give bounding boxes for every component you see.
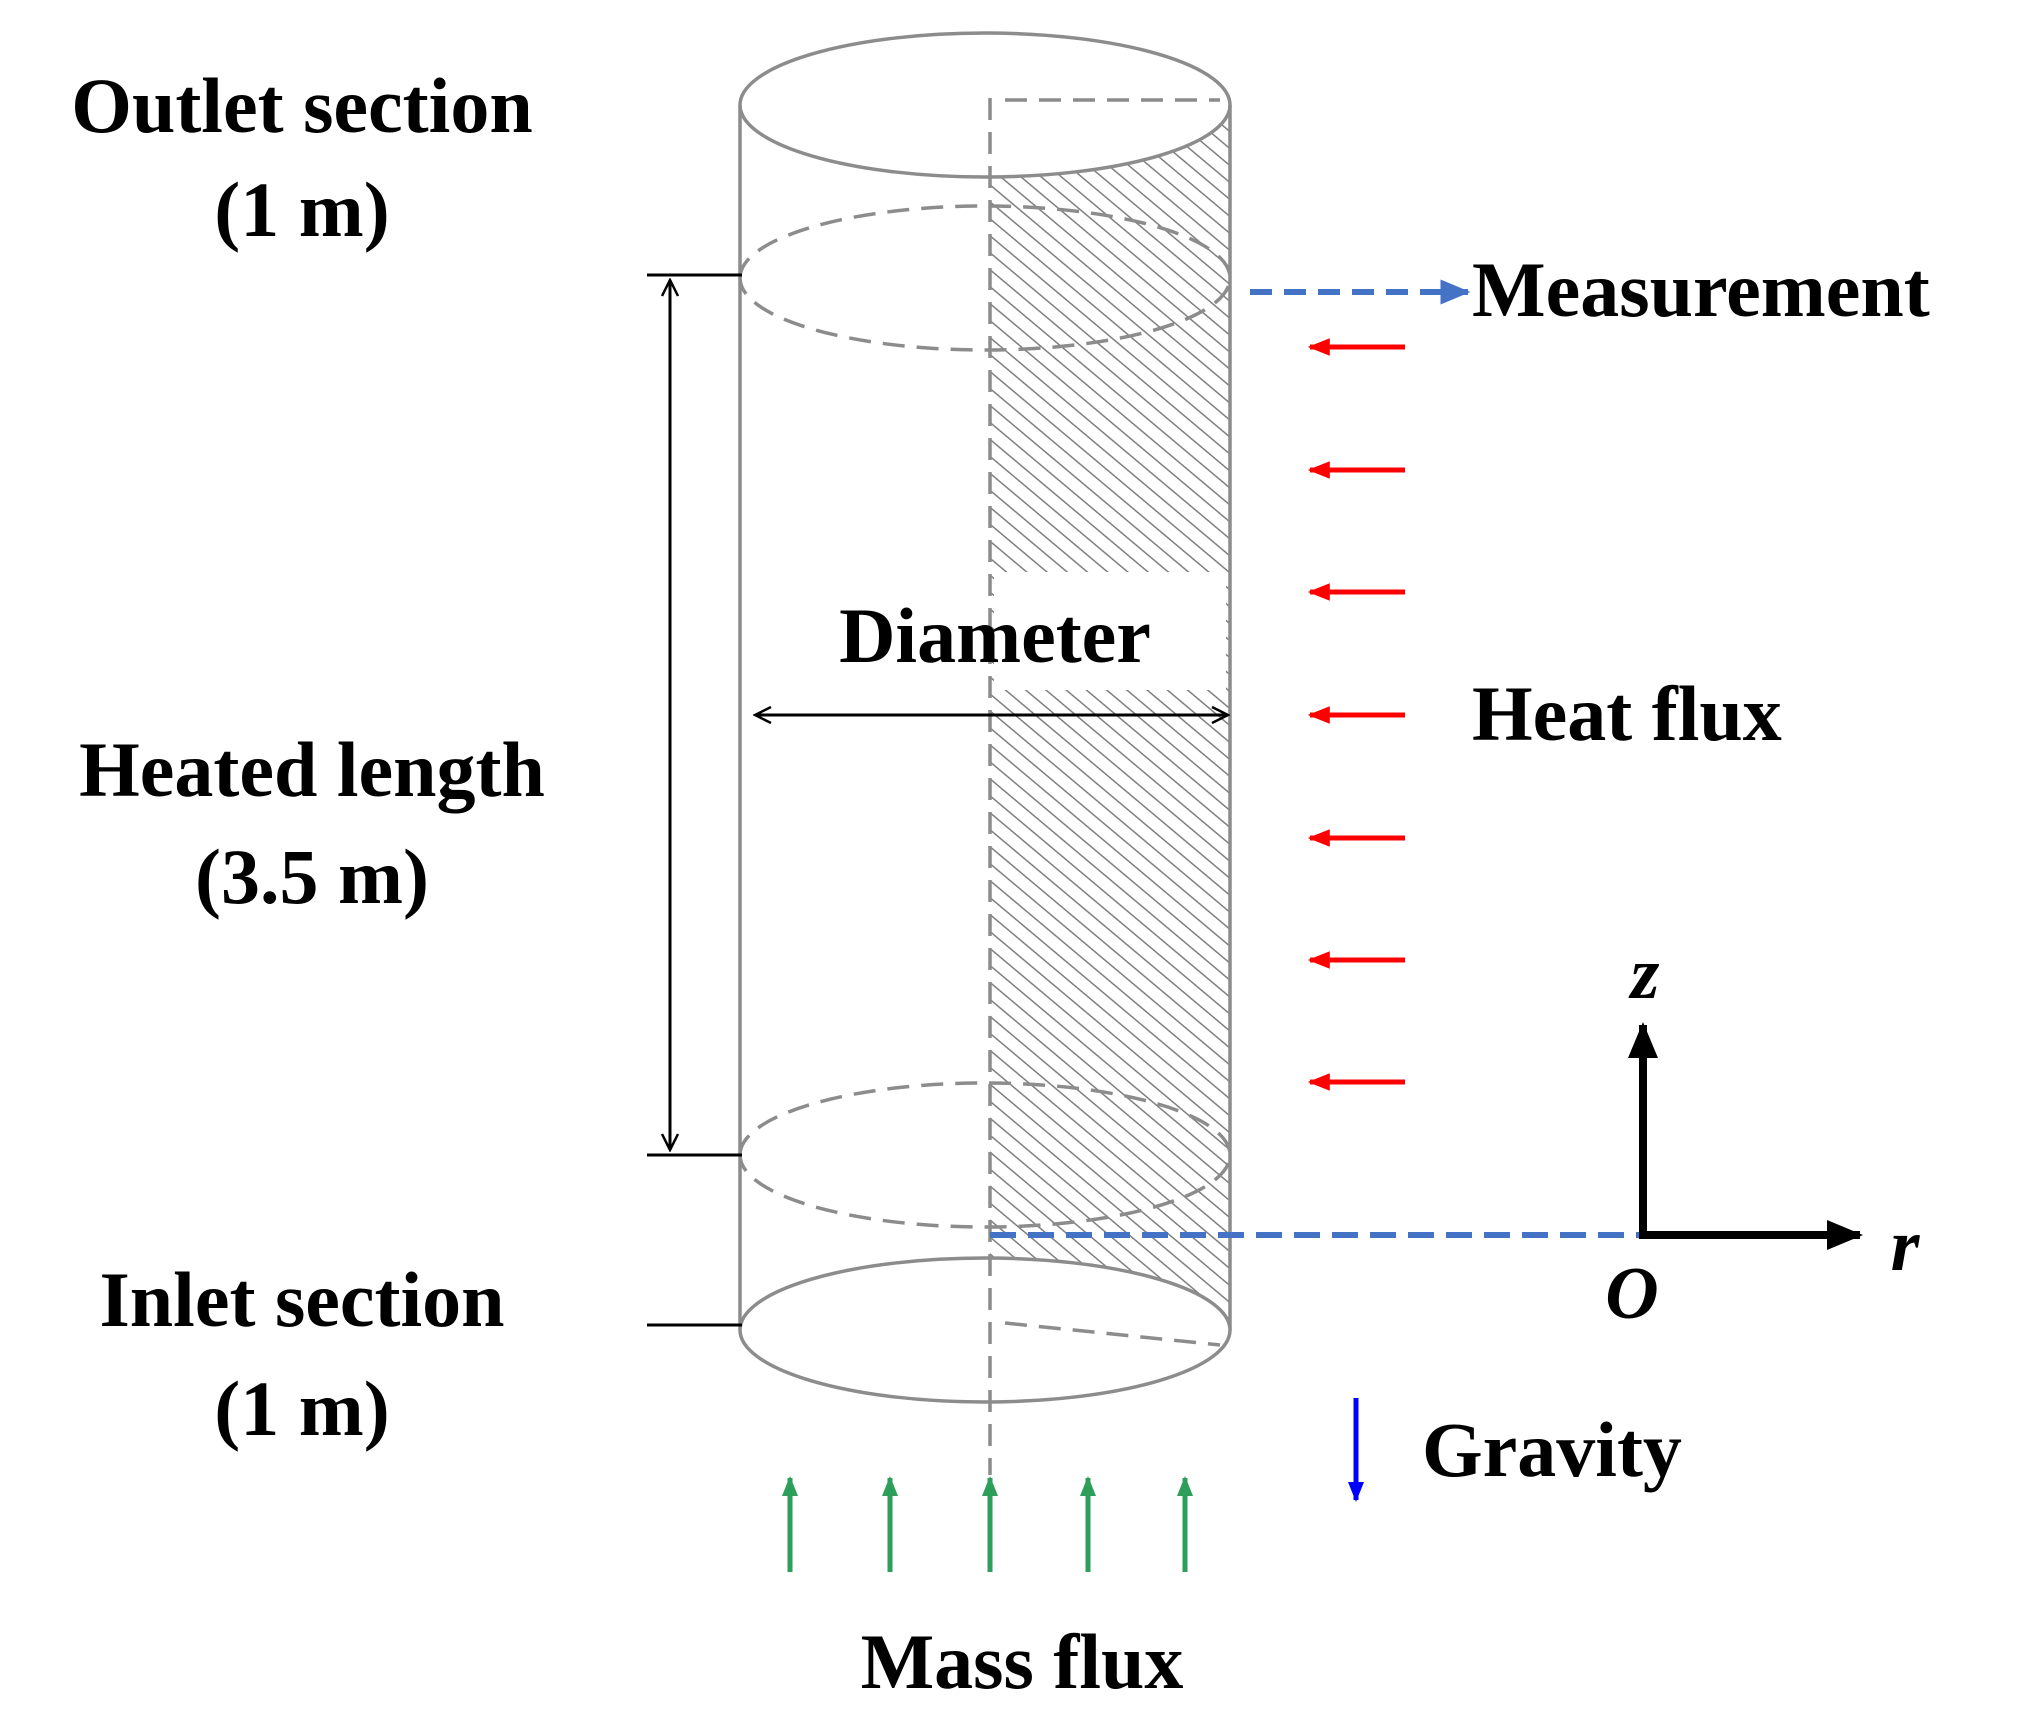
measurement-label: Measurement <box>1472 246 1930 333</box>
tube-cylinder <box>738 31 1232 1404</box>
top-ellipse <box>738 31 1232 179</box>
diameter-label: Diameter <box>839 592 1151 679</box>
hatched-section <box>990 98 1230 1328</box>
coordinate-axes <box>1628 1022 1863 1250</box>
inlet-section-label: Inlet section <box>99 1256 504 1343</box>
gravity-label: Gravity <box>1422 1406 1682 1493</box>
heated-length-dimension <box>647 273 742 1327</box>
outlet-section-label: Outlet section <box>71 62 532 149</box>
z-axis-label: z <box>1628 933 1660 1015</box>
heat-flux-label: Heat flux <box>1472 670 1782 757</box>
outlet-section-length: (1 m) <box>214 166 389 253</box>
inlet-section-length: (1 m) <box>214 1365 389 1452</box>
hidden-edges <box>738 98 1232 1475</box>
heat-flux-arrows <box>1307 338 1405 1091</box>
heated-bottom-ellipse <box>738 1081 1232 1229</box>
bottom-ellipse <box>738 1256 1232 1404</box>
heated-length-value: (3.5 m) <box>195 833 429 920</box>
r-axis-label: r <box>1891 1205 1921 1287</box>
heated-length-label: Heated length <box>79 726 545 813</box>
mass-flux-label: Mass flux <box>861 1618 1184 1705</box>
mass-flux-arrows <box>782 1476 1193 1572</box>
origin-label: O <box>1605 1253 1658 1335</box>
heated-top-ellipse <box>738 204 1232 352</box>
